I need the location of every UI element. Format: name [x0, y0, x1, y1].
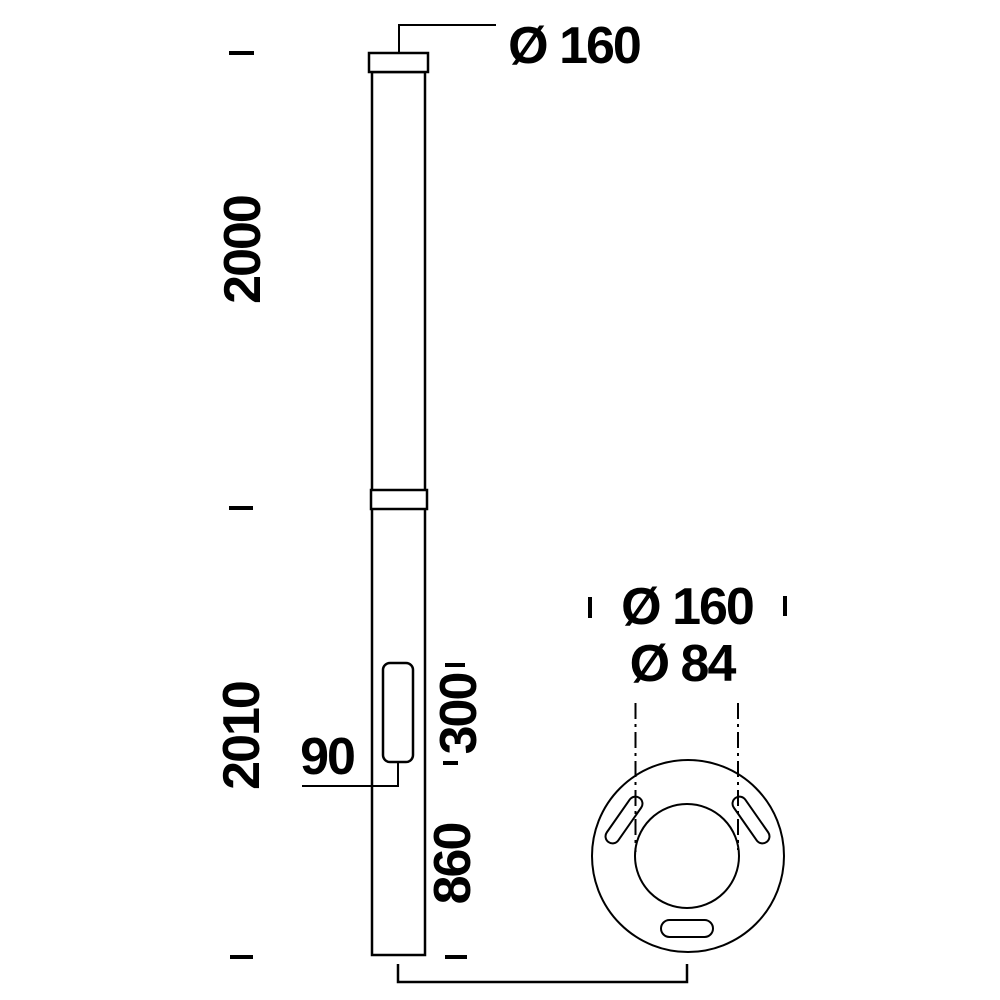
dim-label-lower-length: 2010 — [213, 682, 271, 790]
pole-side-view — [367, 51, 430, 957]
pole-body-outline — [370, 70, 427, 957]
base-plan-view — [588, 596, 787, 953]
base-inner-circle — [634, 803, 740, 909]
door-width-leader-line — [302, 763, 399, 787]
dim-label-upper-length: 2000 — [214, 196, 272, 304]
mounting-slot-bottom — [660, 919, 714, 938]
top-diameter-leader-line — [398, 24, 496, 52]
pole-top-cap — [367, 51, 430, 74]
base-outer-circle — [591, 759, 785, 953]
dim-label-base-outer-diameter: Ø 160 — [621, 578, 755, 636]
access-door-outline — [381, 661, 415, 764]
dim-label-top-diameter: Ø 160 — [508, 17, 642, 75]
mounting-slot-right — [731, 795, 771, 845]
side-view-dimensions — [229, 24, 689, 984]
dim-label-door-section-height: 300 — [430, 673, 488, 755]
pole-joint-sleeve — [369, 488, 429, 511]
base-reference-bracket — [396, 964, 689, 984]
dim-label-bolt-circle-diameter: Ø 84 — [629, 635, 737, 693]
mounting-slot-left — [604, 795, 644, 845]
dim-label-base-section-height: 860 — [424, 823, 482, 905]
dim-label-door-width: 90 — [300, 728, 356, 786]
